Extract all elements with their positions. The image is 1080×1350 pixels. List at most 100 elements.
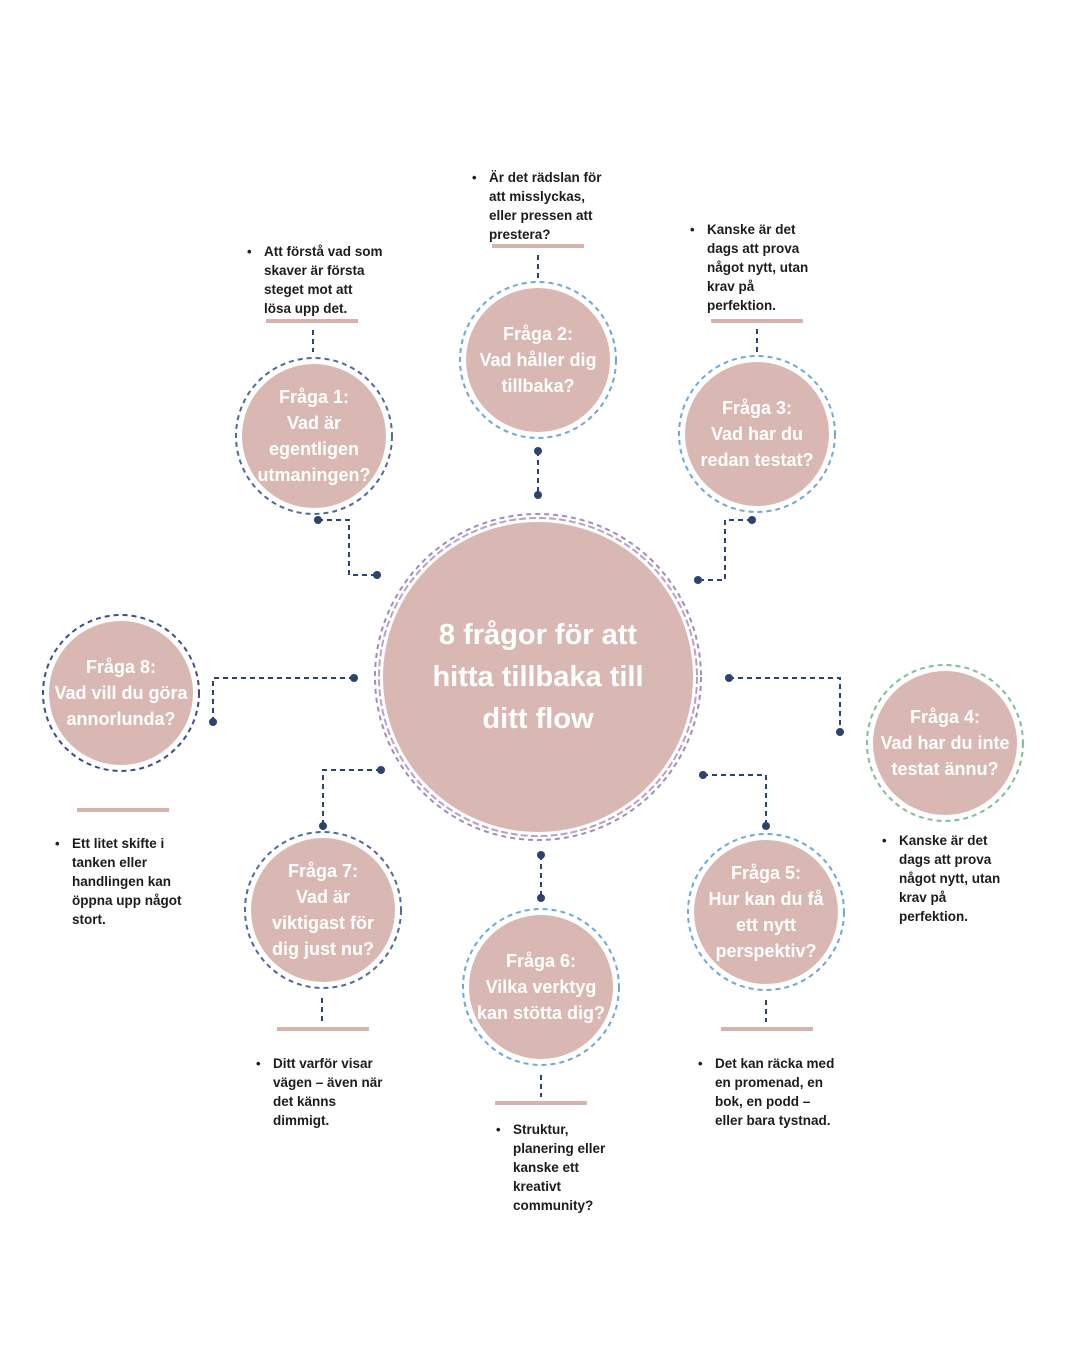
q1-line: Vad är [286,413,342,433]
q6-ring [462,908,620,1066]
connector-q7-dot-b [319,822,327,830]
q8-line: Vad vill du göra [54,683,188,703]
q5-line: Hur kan du få [708,889,824,909]
q5-line: ett nytt [736,915,796,935]
q4-note-line: krav på [899,890,947,905]
q4-note-item: Kanske är det dags att prova något nytt,… [882,831,1001,926]
q2-node [459,281,617,439]
q2-note: Är det rädslan för att misslyckas, eller… [471,168,602,244]
center-title-line: ditt flow [482,703,594,735]
bar-q3 [711,319,803,323]
q5-note-item: Det kan räcka med en promenad, en bok, e… [698,1054,835,1130]
q4-note: Kanske är det dags att prova något nytt,… [881,831,1000,926]
center-circle [383,522,693,832]
q8-line: annorlunda? [66,709,176,729]
q6-note: Struktur, planering eller kanske ett kre… [495,1120,605,1215]
q3-ring [678,355,836,513]
center-node [374,513,702,841]
q3-node [678,355,836,513]
q8-ring [42,614,200,772]
q6-note-item: Struktur, planering eller kanske ett kre… [496,1120,606,1215]
q1-note-item: Att förstå vad som skaver är första steg… [247,242,382,318]
q8-note-item: Ett litet skifte i tanken eller handling… [55,834,182,929]
connector-q3 [698,519,752,581]
q1-node [235,357,393,515]
q4-line: Vad har du inte [880,733,1010,753]
q4-ring [866,664,1024,822]
q4-note-line: perfektion. [899,909,969,924]
q5-note-line: Det kan räcka med [715,1056,835,1071]
q4-line: testat ännu? [891,759,999,779]
q7-note-line: dimmigt. [273,1113,330,1128]
q7-note: Ditt varför visar vägen – även när det k… [255,1054,383,1130]
q2-circle [466,288,610,432]
q3-note-line: dags att prova [707,241,800,256]
q1-circle [242,364,386,508]
q1-label: Fråga 1: [278,387,350,407]
q1-note-line: skaver är första [264,263,365,278]
q7-note-line: det känns [273,1094,337,1109]
q7-note-line: Ditt varför visar [273,1056,373,1071]
q7-node [244,831,402,989]
q6-note-line: planering eller [513,1141,606,1156]
q3-note-line: Kanske är det [707,222,796,237]
q4-text: Fråga 4: Vad har du inte testat ännu? [865,671,1025,815]
q4-note-line: dags att prova [899,852,992,867]
q1-text: Fråga 1: Vad är egentligen utmaningen? [234,364,394,508]
q7-label: Fråga 7: [287,861,359,881]
connector-q1-dot-a [314,516,322,524]
q6-line: Vilka verktyg [485,977,597,997]
q8-circle [49,621,193,765]
connector-q6-dot-b [537,894,545,902]
q2-note-line: Är det rädslan för [489,170,602,185]
connector-q5-dot-b [762,822,770,830]
q6-note-line: kanske ett [513,1160,580,1175]
q8-note: Ett litet skifte i tanken eller handling… [54,834,182,929]
q4-note-line: något nytt, utan [899,871,1001,886]
q6-note-line: Struktur, [513,1122,569,1137]
q8-node [42,614,200,772]
connector-q3-dot-b [694,576,702,584]
q1-note-line: steget mot att [264,282,353,297]
bar-q2 [492,244,584,248]
q7-ring [244,831,402,989]
connector-q2-dot-b [534,491,542,499]
q4-note-line: Kanske är det [899,833,988,848]
q4-label: Fråga 4: [909,707,981,727]
q5-line: perspektiv? [715,941,817,961]
q7-text: Fråga 7: Vad är viktigast för dig just n… [243,838,403,982]
q2-note-line: att misslyckas, [489,189,586,204]
connector-q4-dot-a [725,674,733,682]
bar-q1 [266,319,358,323]
q6-text: Fråga 6: Vilka verktyg kan stötta dig? [461,915,621,1059]
q5-note-line: eller bara tystnad. [715,1113,831,1128]
q5-note-line: en promenad, en [715,1075,824,1090]
q1-note-line: lösa upp det. [264,301,348,316]
q7-note-line: vägen – även när [273,1075,383,1090]
q5-node [687,833,845,991]
connector-q2-dot-a [534,447,542,455]
connector-q8 [212,677,354,722]
connectors [209,447,844,902]
q6-circle [469,915,613,1059]
q8-note-line: handlingen kan [72,874,172,889]
connector-q1-dot-b [373,571,381,579]
connector-q4-dot-b [836,728,844,736]
q8-text: Fråga 8: Vad vill du göra annorlunda? [41,621,201,765]
q2-line: tillbaka? [501,376,575,396]
q3-note-line: krav på [707,279,755,294]
connector-q6-dot-a [537,851,545,859]
q1-line: egentligen [268,439,359,459]
q6-note-line: kreativt [513,1179,562,1194]
q7-line: dig just nu? [272,939,374,959]
q2-label: Fråga 2: [502,324,574,344]
q2-text: Fråga 2: Vad håller dig tillbaka? [458,288,618,432]
q5-circle [694,840,838,984]
q5-note-line: bok, en podd – [715,1094,811,1109]
q3-circle [685,362,829,506]
connector-q3-dot-a [748,516,756,524]
q3-line: redan testat? [700,450,814,470]
q3-note-line: något nytt, utan [707,260,809,275]
q2-line: Vad håller dig [479,350,597,370]
